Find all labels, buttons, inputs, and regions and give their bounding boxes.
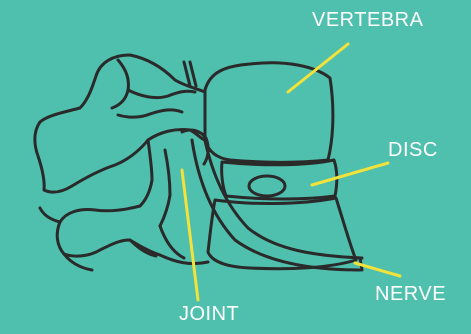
upper-vertebra-body	[205, 63, 333, 162]
vertebra-leader	[288, 44, 348, 92]
vertebra-label: VERTEBRA	[312, 9, 423, 32]
lower-posterior-elements	[57, 206, 208, 264]
nerve-label: NERVE	[375, 283, 446, 306]
disc-label: DISC	[388, 139, 438, 162]
joint-label: JOINT	[179, 303, 239, 326]
facet-joint	[140, 140, 170, 226]
disc-leader	[312, 163, 388, 185]
upper-posterior-elements	[35, 55, 205, 192]
articular-process-top	[184, 62, 196, 86]
disc-opening	[249, 176, 285, 196]
upper-lamina	[118, 110, 182, 117]
joint-leader	[182, 170, 198, 300]
